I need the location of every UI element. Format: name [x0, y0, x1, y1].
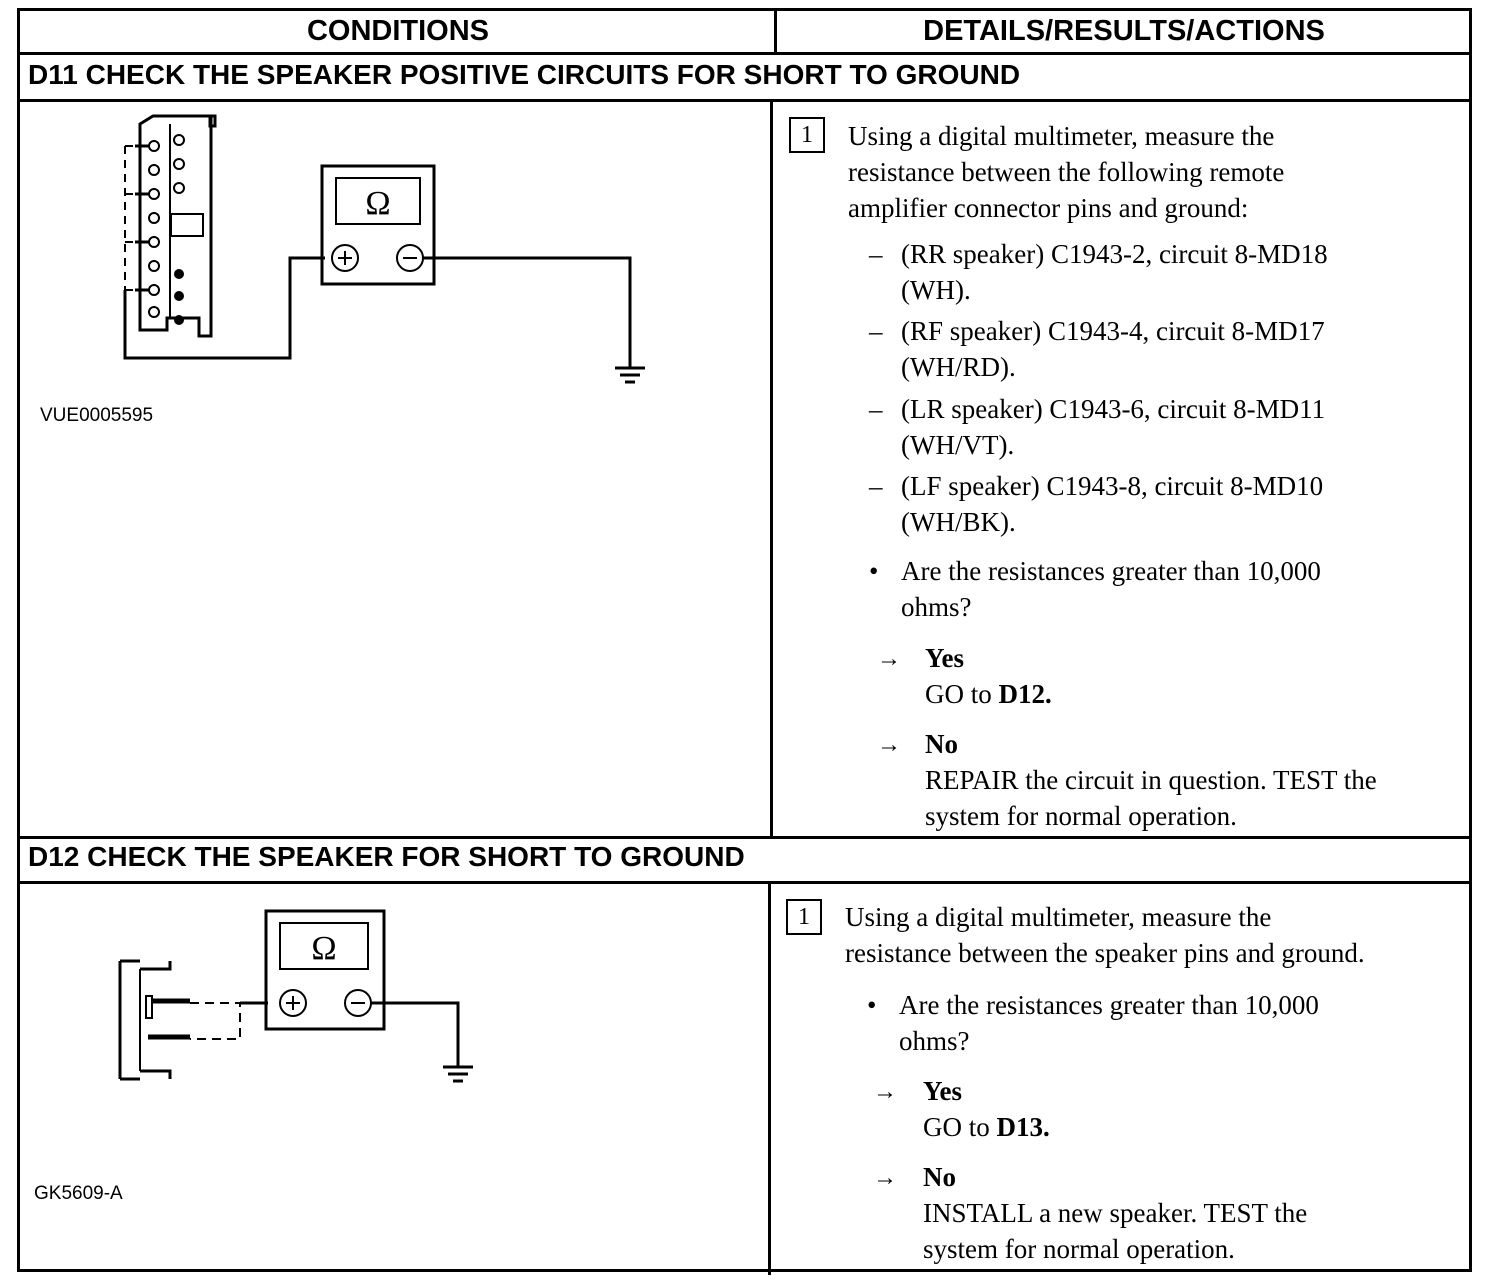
no-action: REPAIR the circuit in question. TEST the…	[925, 765, 1377, 831]
arrow-icon: →	[877, 732, 901, 758]
details-d12: 1 Using a digital multimeter, measure th…	[773, 887, 1465, 1271]
divider	[20, 52, 1469, 55]
step-title-d11: D11 CHECK THE SPEAKER POSITIVE CIRCUITS …	[28, 59, 1021, 90]
arrow-icon: →	[873, 1079, 897, 1105]
step-title-d12: D12 CHECK THE SPEAKER FOR SHORT TO GROUN…	[28, 841, 745, 872]
column-divider	[770, 101, 773, 836]
no-label: No	[925, 729, 958, 759]
column-divider	[774, 11, 777, 54]
details-d11: 1 Using a digital multimeter, measure th…	[775, 106, 1465, 836]
sub-item-lr: (LR speaker) C1943-6, circuit 8-MD11 (WH…	[901, 394, 1326, 460]
ohm-symbol: Ω	[365, 185, 390, 222]
question-text: Are the resistances greater than 10,000 …	[899, 990, 1319, 1056]
details-header: DETAILS/RESULTS/ACTIONS	[923, 15, 1325, 47]
diagnostic-table: CONDITIONS DETAILS/RESULTS/ACTIONS D11 C…	[17, 8, 1472, 1275]
sub-item-rr: (RR speaker) C1943-2, circuit 8-MD18 (WH…	[901, 239, 1328, 305]
yes-label: Yes	[925, 643, 964, 673]
connector-meter-diagram-d11: Ω	[123, 114, 645, 384]
question-text: Are the resistances greater than 10,000 …	[901, 556, 1321, 622]
sub-item-rf: (RF speaker) C1943-4, circuit 8-MD17 (WH…	[901, 316, 1325, 382]
bullet-marker: •	[867, 990, 877, 1020]
sub-item-lf: (LF speaker) C1943-8, circuit 8-MD10 (WH…	[901, 471, 1324, 537]
instruction-text: Using a digital multimeter, measure the …	[845, 902, 1365, 968]
no-action: INSTALL a new speaker. TEST the system f…	[923, 1198, 1308, 1264]
dash-marker: –	[869, 239, 883, 269]
divider	[20, 881, 1469, 884]
yes-action: GO to D13.	[923, 1112, 1050, 1142]
column-divider	[768, 883, 771, 1275]
arrow-icon: →	[877, 646, 901, 672]
instruction-text: Using a digital multimeter, measure the …	[848, 121, 1285, 223]
yes-action: GO to D12.	[925, 679, 1052, 709]
dash-marker: –	[869, 316, 883, 346]
divider	[20, 836, 1469, 839]
bullet-marker: •	[869, 556, 879, 586]
figure-code-d12: GK5609-A	[34, 1183, 123, 1204]
no-label: No	[923, 1162, 956, 1192]
yes-label: Yes	[923, 1076, 962, 1106]
figure-code-d11: VUE0005595	[40, 405, 154, 426]
dash-marker: –	[869, 471, 883, 501]
dash-marker: –	[869, 394, 883, 424]
step-number: 1	[786, 899, 822, 935]
divider	[20, 99, 1469, 102]
speaker-meter-diagram-d12: Ω	[118, 909, 473, 1083]
conditions-header: CONDITIONS	[306, 15, 490, 47]
ohm-symbol: Ω	[311, 930, 336, 967]
arrow-icon: →	[873, 1165, 897, 1191]
step-number: 1	[789, 117, 825, 153]
